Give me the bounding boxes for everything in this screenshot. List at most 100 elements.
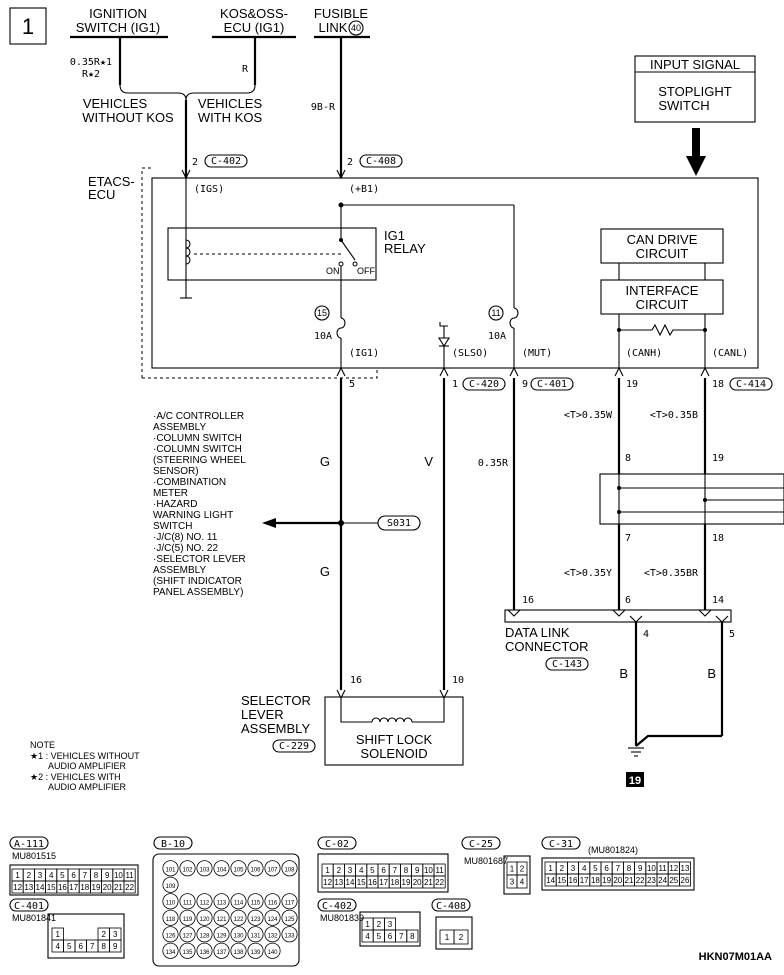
fusible-link-number-circle xyxy=(348,20,364,36)
variant-label-with-kos-2: WITH KOS xyxy=(198,110,263,125)
pin-canh-out: 19 xyxy=(626,379,638,390)
connector-pin-number: 4 xyxy=(520,878,525,887)
connector-pin-number: 8 xyxy=(404,866,409,875)
source-label-kos-1: KOS&OSS- xyxy=(220,6,288,21)
slso-transistor xyxy=(439,322,448,338)
connector-c02-shell xyxy=(317,853,449,893)
connector-pin-cell xyxy=(281,926,298,943)
selector-label-2: LEVER xyxy=(241,707,284,722)
relay-on-contact xyxy=(338,261,344,267)
connector-pin-number: 17 xyxy=(69,883,78,892)
branch-item-1: ·A/C CONTROLLER xyxy=(153,411,244,422)
connector-pin-number: 16 xyxy=(569,876,578,885)
connector-pin-cell xyxy=(109,939,122,953)
connector-pin-number: 121 xyxy=(216,917,227,923)
connector-pin-number: 18 xyxy=(390,878,399,887)
pin-mut-out: 9 xyxy=(522,379,528,390)
connector-pin-number: 1 xyxy=(325,866,330,875)
page-number-box xyxy=(9,7,47,45)
connector-c408f-shell xyxy=(435,916,473,950)
input-signal-label-1: STOPLIGHT xyxy=(658,84,732,99)
dlc-label-1: DATA LINK xyxy=(505,625,570,640)
connector-pin-cell xyxy=(264,926,281,943)
connector-pin-number: 8 xyxy=(102,942,107,951)
note-line-1: ★1 : VEHICLES WITHOUT xyxy=(30,751,140,761)
wire-color-g-lower: G xyxy=(320,564,330,579)
connector-pin-cell xyxy=(264,893,281,910)
connector-pin-cell xyxy=(196,926,213,943)
pin-c402-number: 2 xyxy=(192,157,198,168)
interface-label-1: INTERFACE xyxy=(626,283,699,298)
connector-pin-number: 9 xyxy=(415,866,420,875)
connector-pin-cell xyxy=(264,909,281,926)
input-signal-arrow-head xyxy=(686,156,706,176)
connector-pin-number: 115 xyxy=(251,900,261,906)
connector-pin-number: 8 xyxy=(410,932,415,941)
dlc-pin-5: 5 xyxy=(729,629,735,640)
connector-pin-number: 6 xyxy=(79,942,84,951)
branch-item-10: WARNING LIGHT xyxy=(153,510,233,521)
connector-pin-number: 137 xyxy=(216,950,227,956)
arrow-exit-canh xyxy=(614,366,624,377)
branch-item-2: ASSEMBLY xyxy=(153,422,206,433)
data-link-connector-box xyxy=(504,609,732,623)
branch-item-15: ASSEMBLY xyxy=(153,565,206,576)
source-label-fusible-2: LINK xyxy=(319,20,348,35)
connector-pin-cell xyxy=(213,909,230,926)
connector-pin-number: 16 xyxy=(368,878,377,887)
connector-pin-cell xyxy=(230,909,247,926)
connector-pin-cell xyxy=(162,909,179,926)
pin-joint-canh-out: 7 xyxy=(625,533,631,544)
connector-pin-number: 21 xyxy=(114,883,123,892)
connector-pin-number: 1 xyxy=(548,864,553,873)
connector-pin-number: 4 xyxy=(49,871,54,880)
connector-pin-cell xyxy=(179,942,196,959)
arrow-exit-slso xyxy=(439,366,449,377)
connector-pin-number: 1 xyxy=(56,930,61,939)
connector-c402-label: C-402 xyxy=(211,156,241,167)
connector-pin-number: 5 xyxy=(377,932,382,941)
selector-connector-label: C-229 xyxy=(279,741,309,752)
connector-pin-cell xyxy=(230,926,247,943)
solenoid-wire-left xyxy=(340,698,372,723)
terminal-canh: (CANH) xyxy=(626,348,662,359)
pin-c408-number: 2 xyxy=(347,157,353,168)
connector-c402f-shell xyxy=(359,911,421,947)
connector-pin-number: 132 xyxy=(267,933,278,939)
connector-pin-number: 4 xyxy=(582,864,587,873)
wire-spec-canh-lower: <T>0.35Y xyxy=(564,568,612,579)
fuse-11-rating: 10A xyxy=(488,331,506,342)
page-number: 1 xyxy=(22,14,34,39)
wire-spec-canl-lower: <T>0.35BR xyxy=(644,568,699,579)
relay-label-2: RELAY xyxy=(384,241,426,256)
branch-item-3: ·COLUMN SWITCH xyxy=(153,433,242,444)
solenoid-coil xyxy=(371,717,413,723)
connector-pin-cell xyxy=(179,909,196,926)
branch-item-8: METER xyxy=(153,488,188,499)
connector-c31-badge xyxy=(541,836,581,850)
connector-pin-number: 22 xyxy=(435,878,444,887)
connector-pin-number: 5 xyxy=(60,871,65,880)
connector-pin-number: 128 xyxy=(199,933,210,939)
connector-pin-number: 12 xyxy=(669,864,678,873)
connector-pin-number: 12 xyxy=(13,883,22,892)
connector-pin-number: 127 xyxy=(182,933,193,939)
branch-item-13: ·J/C(5) NO. 22 xyxy=(153,543,218,554)
connector-c402f-part: MU801839 xyxy=(320,913,364,923)
connector-c401f-label: C-401 xyxy=(14,901,44,912)
fuse-15-circle xyxy=(314,305,330,321)
pin-slso-out: 1 xyxy=(452,379,458,390)
joint-junction-1 xyxy=(617,486,621,490)
connector-b10-shell xyxy=(152,853,300,967)
connector-a111-badge xyxy=(9,836,49,850)
connector-pin-number: 17 xyxy=(580,876,589,885)
pin-canl-out: 18 xyxy=(712,379,724,390)
ground-point-number: 19 xyxy=(629,775,641,787)
connector-pin-number: 3 xyxy=(348,866,353,875)
connector-pin-number: 1 xyxy=(510,865,515,874)
connector-pin-number: 2 xyxy=(27,871,32,880)
connector-a111-part: MU801515 xyxy=(12,851,56,861)
connector-a111-label: A-111 xyxy=(14,839,44,850)
connector-pin-number: 9 xyxy=(638,864,643,873)
